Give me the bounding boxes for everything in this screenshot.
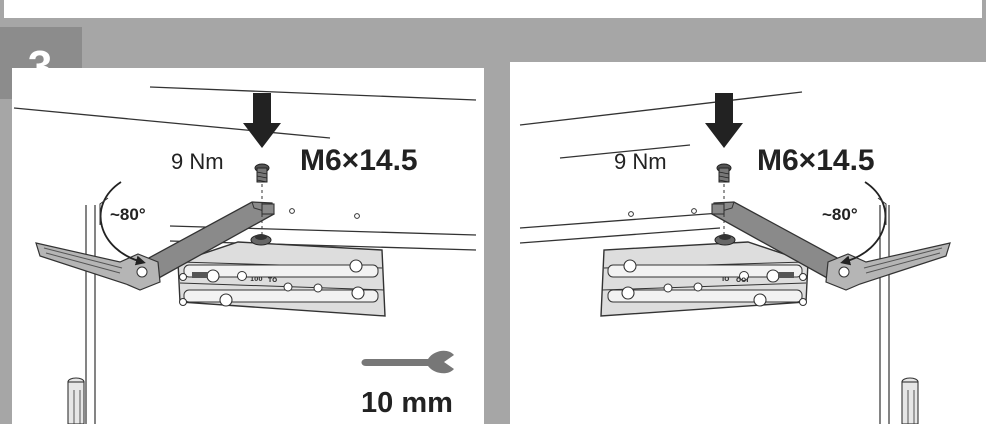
closer-marking: 100: [250, 276, 263, 283]
screw-size-label: M6×14.5: [300, 144, 418, 177]
angle-label: ~80°: [110, 205, 146, 224]
panel-divider: [484, 68, 506, 424]
door-closer-body: 100 TO: [177, 241, 386, 317]
wrench-icon: [361, 350, 454, 374]
press-arrow: [705, 93, 743, 148]
screw: [254, 163, 270, 236]
door-closer-body: IO OOI: [600, 241, 809, 317]
panel-right: IO OOI ~80°: [510, 62, 986, 424]
torque-label: 9 Nm: [171, 149, 224, 174]
door-post: [879, 205, 919, 424]
torque-label: 9 Nm: [614, 149, 667, 174]
door-post: [67, 205, 96, 424]
wrench-tool: [825, 242, 951, 291]
rotation-arrow: [99, 181, 146, 266]
closer-marking: TO: [268, 277, 277, 284]
rotation-arrow: [840, 181, 887, 266]
screw-size-label: M6×14.5: [757, 144, 875, 177]
screw: [716, 163, 732, 236]
pivot-nut: [250, 234, 272, 246]
closer-marking: OOI: [736, 277, 748, 284]
wrench-size-label: 10 mm: [361, 387, 453, 419]
closer-marking: IO: [722, 276, 729, 283]
panel-left: 100 TO ~80°: [0, 68, 484, 424]
pivot-nut: [714, 234, 736, 246]
angle-label: ~80°: [822, 205, 858, 224]
wrench-tool: [35, 242, 161, 291]
press-arrow: [243, 93, 281, 148]
